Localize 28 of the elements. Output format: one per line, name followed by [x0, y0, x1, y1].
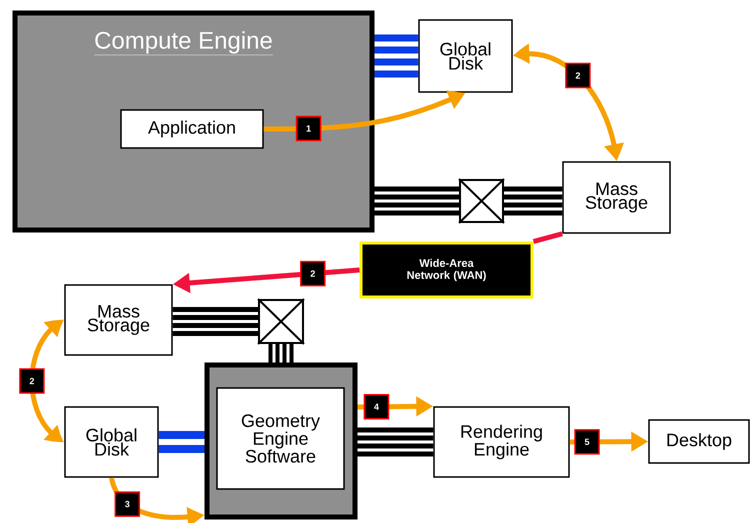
component-box: Desktop — [648, 419, 750, 464]
edge-label: 2 — [19, 368, 45, 394]
component-box: Mass Storage — [64, 284, 173, 356]
bus-line — [358, 428, 434, 456]
edge-label: 2 — [300, 260, 326, 286]
component-box: Geometry Engine Software — [216, 387, 345, 490]
switch-box — [458, 178, 505, 224]
bus-line — [158, 431, 204, 453]
component-box: Rendering Engine — [433, 406, 570, 478]
edge-label: 4 — [364, 394, 390, 420]
edge-label: 5 — [574, 429, 600, 455]
component-box: Global Disk — [418, 19, 513, 93]
edge-label: 2 — [565, 62, 591, 88]
arrow — [29, 320, 63, 442]
network-box: Wide-Area Network (WAN) — [360, 242, 534, 298]
bus-line — [172, 307, 258, 336]
edge-label: 1 — [296, 116, 322, 142]
arrow — [264, 90, 464, 132]
edge-label: 3 — [114, 491, 140, 517]
arrow — [514, 45, 623, 160]
component-box: Application — [120, 109, 264, 149]
switch-box — [257, 298, 305, 345]
bus-line — [504, 186, 562, 216]
component-box: Global Disk — [64, 406, 159, 478]
component-box: Mass Storage — [562, 161, 671, 234]
bus-line — [374, 34, 418, 78]
bus-line — [268, 344, 294, 362]
bus-line — [374, 186, 459, 216]
